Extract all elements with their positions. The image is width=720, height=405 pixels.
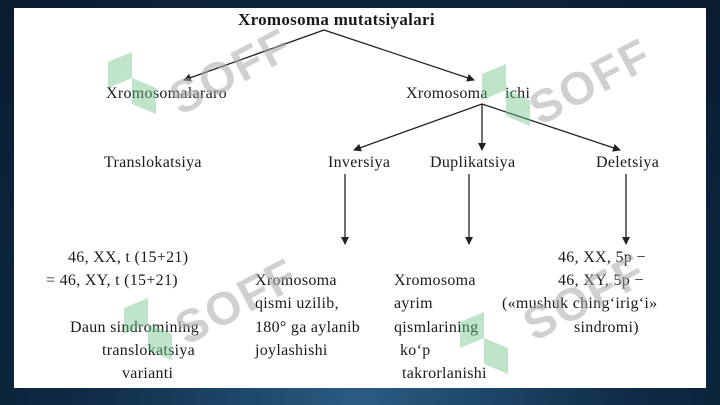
detail-duplikatsiya-line: ko‘p [400, 342, 431, 359]
watermark-logo-icon [460, 312, 508, 374]
detail-inversiya-line: 180° ga aylanib [255, 319, 361, 336]
detail-deletsiya-line: 46, XX, 5p − [558, 249, 646, 266]
detail-translokatsiya-line: translokatsiya [102, 342, 196, 359]
watermark-logo-icon [108, 52, 156, 114]
detail-deletsiya-line: sindromi) [574, 319, 639, 336]
diagram-title: Xromosoma mutatsiyalari [238, 10, 435, 29]
arrow-to-xromosomalararo [183, 29, 325, 82]
arrow-to-deletsiya [481, 103, 621, 152]
node-duplikatsiya: Duplikatsiya [430, 154, 516, 171]
detail-translokatsiya-line: 46, XX, t (15+21) [68, 249, 189, 266]
node-inversiya: Inversiya [328, 154, 391, 171]
detail-translokatsiya-line: = 46, XY, t (15+21) [46, 272, 178, 289]
detail-inversiya-line: qismi uzilib, [255, 295, 339, 312]
detail-duplikatsiya-line: takrorlanishi [402, 365, 487, 382]
detail-translokatsiya-line: Daun sindromining [70, 319, 200, 336]
node-translokatsiya: Translokatsiya [104, 154, 202, 171]
node-deletsiya: Deletsiya [596, 154, 660, 171]
detail-inversiya-line: Xromosoma [255, 272, 337, 289]
node-xromosoma-ichi: Xromosoma ichi [406, 85, 531, 102]
detail-deletsiya-line: 46, XY, 5p − [558, 272, 644, 289]
detail-duplikatsiya-line: Xromosoma [394, 272, 476, 289]
watermark-logo-icon [124, 298, 172, 360]
slide: Xromosoma mutatsiyalari Xromosomalararo … [14, 8, 706, 388]
diagram-connectors [183, 29, 630, 245]
detail-inversiya-line: joylashishi [255, 342, 328, 359]
detail-duplikatsiya-line: qismlarining [394, 319, 479, 336]
arrow-to-inversiya [353, 103, 483, 152]
detail-duplikatsiya-line: ayrim [394, 295, 433, 312]
watermark-logo-icon [482, 64, 530, 126]
detail-deletsiya-line: («mushuk ching‘irig‘i» [502, 295, 658, 312]
detail-translokatsiya-line: varianti [122, 365, 174, 382]
node-xromosomalararo: Xromosomalararo [106, 85, 227, 102]
arrow-to-xromosoma-ichi [323, 29, 475, 82]
